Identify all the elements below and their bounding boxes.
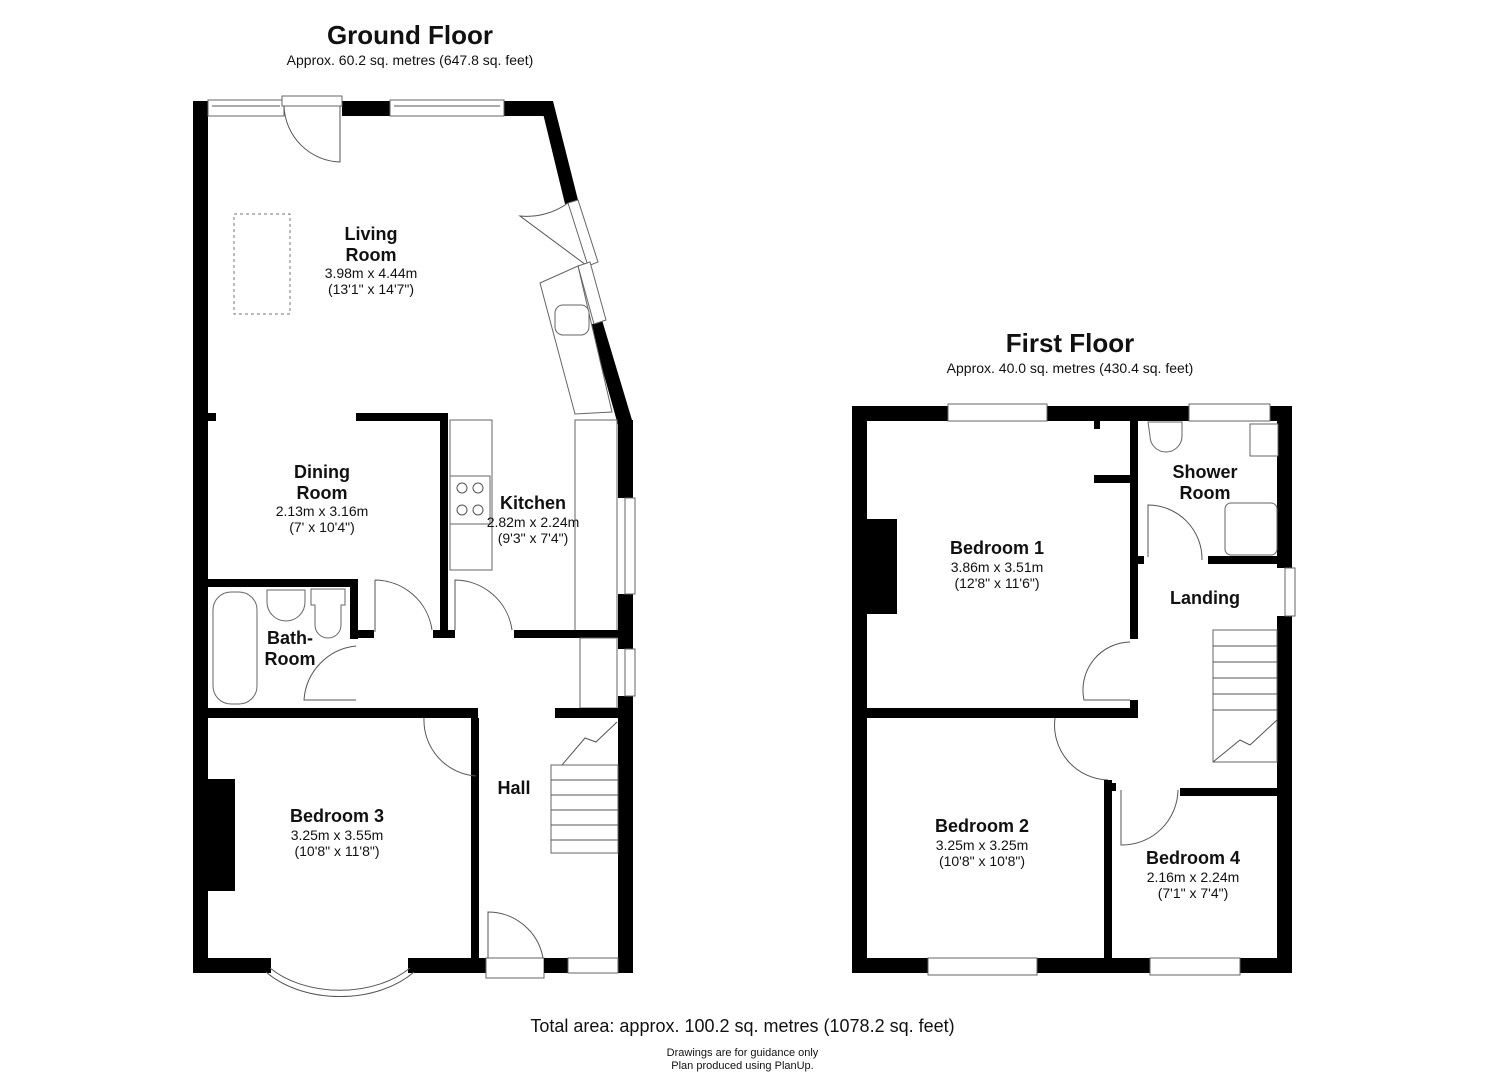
room-bedroom-3: Bedroom 3 3.25m x 3.55m (10'8" x 11'8"): [262, 806, 412, 859]
room-name: Living: [344, 224, 398, 244]
ground-floor-area: Approx. 60.2 sq. metres (647.8 sq. feet): [286, 52, 534, 68]
first-floor-title: First Floor: [1005, 328, 1135, 358]
ground-floor-plan: [193, 95, 636, 998]
room-metric: 3.25m x 3.25m: [935, 836, 1029, 853]
room-bedroom-2: Bedroom 2 3.25m x 3.25m (10'8" x 10'8"): [907, 816, 1057, 869]
room-bedroom-4: Bedroom 4 2.16m x 2.24m (7'1" x 7'4"): [1118, 848, 1268, 901]
first-floor-area: Approx. 40.0 sq. metres (430.4 sq. feet): [946, 360, 1194, 376]
room-imperial: (10'8" x 10'8"): [938, 852, 1026, 869]
ground-floor-title: Ground Floor: [326, 20, 494, 50]
room-imperial: (12'8" x 11'6"): [954, 574, 1040, 591]
first-floor-stairs: [1212, 629, 1278, 763]
room-metric: 3.98m x 4.44m: [324, 265, 418, 282]
room-imperial: (9'3" x 7'4"): [497, 529, 569, 546]
room-dining-room: Dining Room 2.13m x 3.16m (7' x 10'4"): [247, 462, 397, 536]
first-floor-plan: [852, 403, 1296, 976]
room-name: Kitchen: [499, 493, 566, 513]
room-name: Landing: [1170, 588, 1240, 608]
room-metric: 3.25m x 3.55m: [290, 826, 384, 843]
room-name-2: Room: [296, 482, 348, 503]
room-shower-room: Shower Room: [1160, 462, 1250, 503]
room-metric: 2.16m x 2.24m: [1146, 868, 1240, 885]
room-name: Bedroom 3: [289, 806, 385, 826]
room-imperial: (13'1" x 14'7"): [327, 281, 415, 298]
room-name: Shower: [1172, 462, 1238, 482]
room-name-2: Room: [1179, 482, 1231, 503]
room-name: Bath-: [267, 628, 313, 648]
room-hall: Hall: [484, 778, 544, 799]
room-name: Bedroom 1: [949, 538, 1045, 558]
room-metric: 2.13m x 3.16m: [275, 503, 369, 520]
room-bathroom: Bath- Room: [250, 628, 330, 669]
room-metric: 2.82m x 2.24m: [486, 513, 580, 530]
disclaimer: Drawings are for guidance only: [666, 1047, 819, 1059]
room-landing: Landing: [1160, 588, 1250, 609]
credit: Plan produced using PlanUp.: [671, 1060, 814, 1072]
room-name-2: Room: [345, 244, 397, 265]
room-imperial: (7'1" x 7'4"): [1157, 884, 1229, 901]
room-name-2: Room: [264, 648, 316, 669]
room-name: Bedroom 4: [1145, 848, 1241, 868]
total-area: Total area: approx. 100.2 sq. metres (10…: [530, 1016, 955, 1036]
room-name: Hall: [497, 778, 531, 798]
room-kitchen: Kitchen 2.82m x 2.24m (9'3" x 7'4"): [458, 493, 608, 546]
room-living-room: Living Room 3.98m x 4.44m (13'1" x 14'7"…: [296, 224, 446, 298]
room-bedroom-1: Bedroom 1 3.86m x 3.51m (12'8" x 11'6"): [922, 538, 1072, 591]
room-imperial: (10'8" x 11'8"): [294, 842, 380, 859]
room-name: Dining: [294, 462, 350, 482]
room-imperial: (7' x 10'4"): [289, 519, 355, 536]
ground-stairs: [550, 721, 619, 854]
room-metric: 3.86m x 3.51m: [950, 558, 1044, 575]
room-name: Bedroom 2: [934, 816, 1030, 836]
